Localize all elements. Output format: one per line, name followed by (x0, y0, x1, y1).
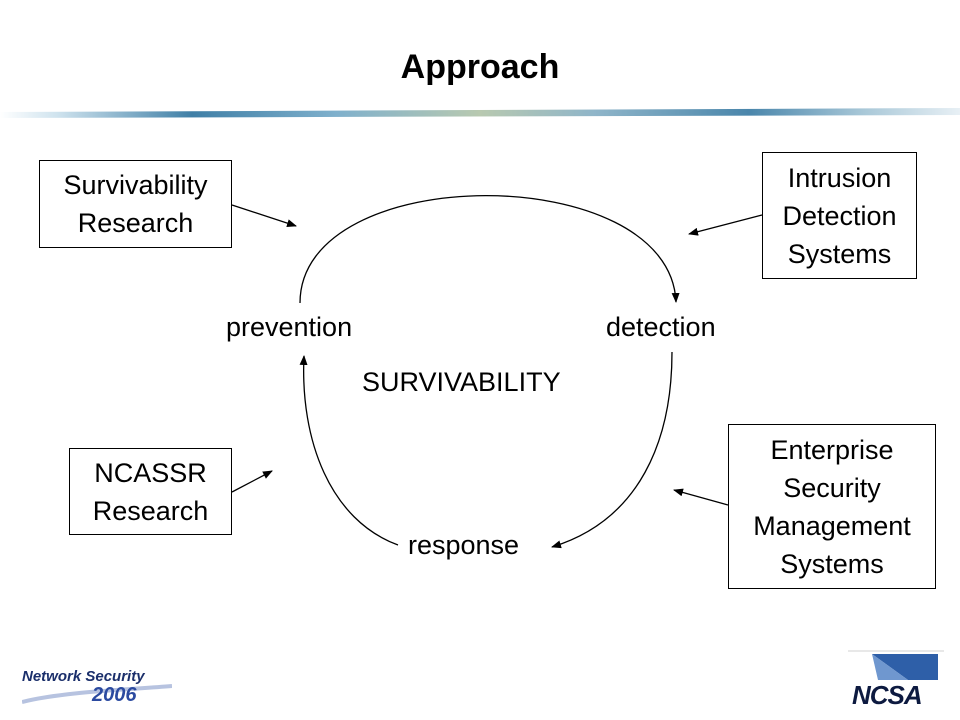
logo-swoosh-icon (22, 684, 172, 704)
intrusion-detection-box: Intrusion Detection Systems (762, 152, 917, 279)
arc-detection-to-response (551, 351, 673, 549)
node-prevention: prevention (226, 312, 353, 342)
arc-response-to-prevention (299, 355, 399, 546)
slide-title: Approach (400, 48, 560, 86)
node-response: response (408, 530, 520, 560)
survivability-research-box: Survivability Research (39, 160, 232, 248)
box-line: NCASSR (94, 457, 207, 488)
logo-line1: Network Security (22, 668, 145, 685)
box-line: Survivability (63, 170, 208, 200)
ncsa-emblem-icon (848, 650, 944, 680)
ncassr-research-box: NCASSR Research (69, 448, 232, 535)
box-line: Research (77, 208, 194, 238)
box-line: Enterprise (770, 434, 894, 465)
arrow-intrusion-detection (688, 214, 763, 236)
enterprise-security-box: Enterprise Security Management Systems (728, 424, 936, 589)
box-line: Research (92, 495, 209, 526)
ncsa-wordmark: NCSA (852, 680, 923, 710)
node-detection: detection (606, 312, 716, 342)
box-line: Systems (780, 548, 884, 579)
title-divider-bar (0, 108, 960, 118)
arrow-ncassr-research (231, 470, 273, 493)
network-security-2006-logo: Network Security 2006 (22, 664, 172, 708)
center-label-survivability: SURVIVABILITY (362, 367, 561, 397)
box-line: Detection (782, 200, 897, 231)
logo-line2: 2006 (92, 684, 137, 706)
arc-prevention-to-detection (299, 194, 680, 304)
arrow-enterprise-security (673, 488, 729, 506)
box-line: Management (753, 510, 911, 541)
box-line: Intrusion (787, 162, 892, 193)
box-line: Security (783, 472, 881, 503)
box-line: Systems (787, 238, 892, 269)
arrow-survivability-research (231, 204, 297, 227)
ncsa-logo: NCSA (848, 650, 944, 712)
